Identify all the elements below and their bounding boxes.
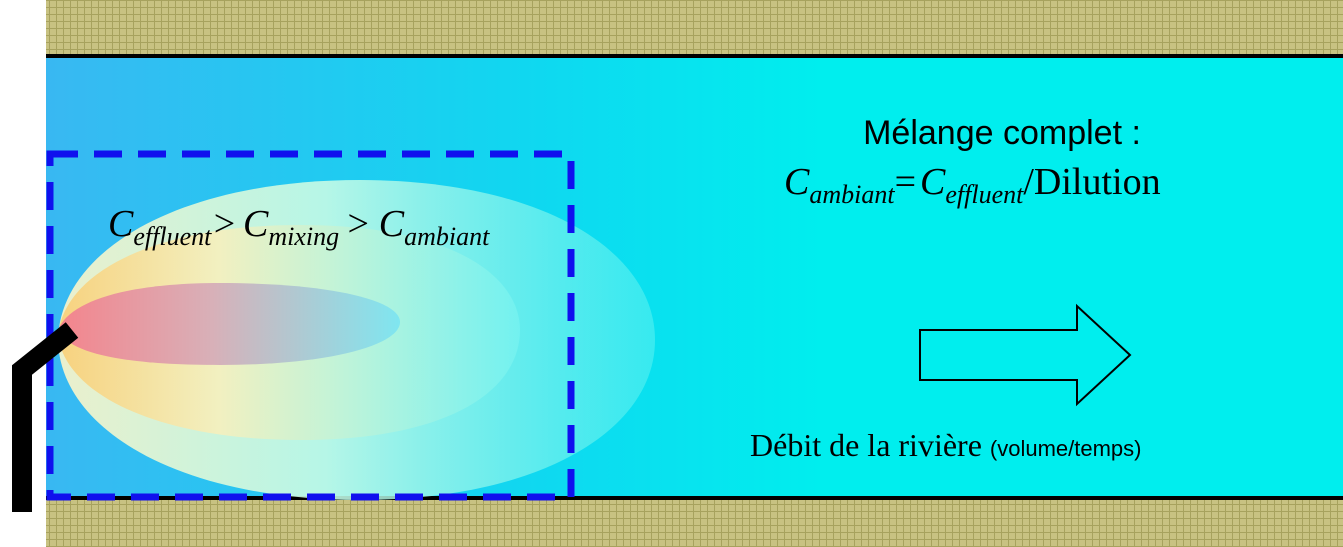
flow-label-text: Débit de la rivière bbox=[750, 427, 982, 463]
discharge-pipe bbox=[12, 322, 79, 512]
plume-core-zone bbox=[58, 283, 400, 365]
c-ambiant-symbol: C bbox=[379, 203, 405, 245]
c-effluent-eq-symbol: C bbox=[920, 161, 946, 203]
complete-mixing-title: Mélange complet : bbox=[863, 114, 1141, 152]
greater-than-2: > bbox=[345, 203, 371, 245]
flow-units: (volume/temps) bbox=[990, 436, 1142, 461]
river-flow-label: Débit de la rivière (volume/temps) bbox=[750, 427, 1141, 463]
dilution-text: /Dilution bbox=[1023, 161, 1160, 203]
mixing-subscript: mixing bbox=[268, 222, 339, 251]
bottom-riverbank bbox=[46, 498, 1343, 547]
greater-than-1: > bbox=[211, 203, 237, 245]
complete-mixing-equation: Cambiant=Ceffluent/Dilution bbox=[784, 161, 1161, 209]
effluent-plume bbox=[58, 180, 655, 500]
equals-sign: = bbox=[895, 161, 916, 203]
top-riverbank bbox=[46, 0, 1343, 56]
right-arrow-icon bbox=[919, 303, 1132, 407]
mixing-zone-boundary bbox=[46, 150, 575, 501]
effluent-subscript: effluent bbox=[133, 222, 212, 251]
c-ambiant-eq-symbol: C bbox=[784, 161, 810, 203]
c-mixing-symbol: C bbox=[243, 203, 269, 245]
ambiant-subscript: ambiant bbox=[404, 222, 490, 251]
effluent-eq-subscript: effluent bbox=[945, 180, 1024, 209]
c-effluent-symbol: C bbox=[108, 203, 134, 245]
mixing-zone-inequality: Ceffluent>Cmixing>Cambiant bbox=[108, 203, 490, 251]
ambiant-eq-subscript: ambiant bbox=[809, 180, 895, 209]
